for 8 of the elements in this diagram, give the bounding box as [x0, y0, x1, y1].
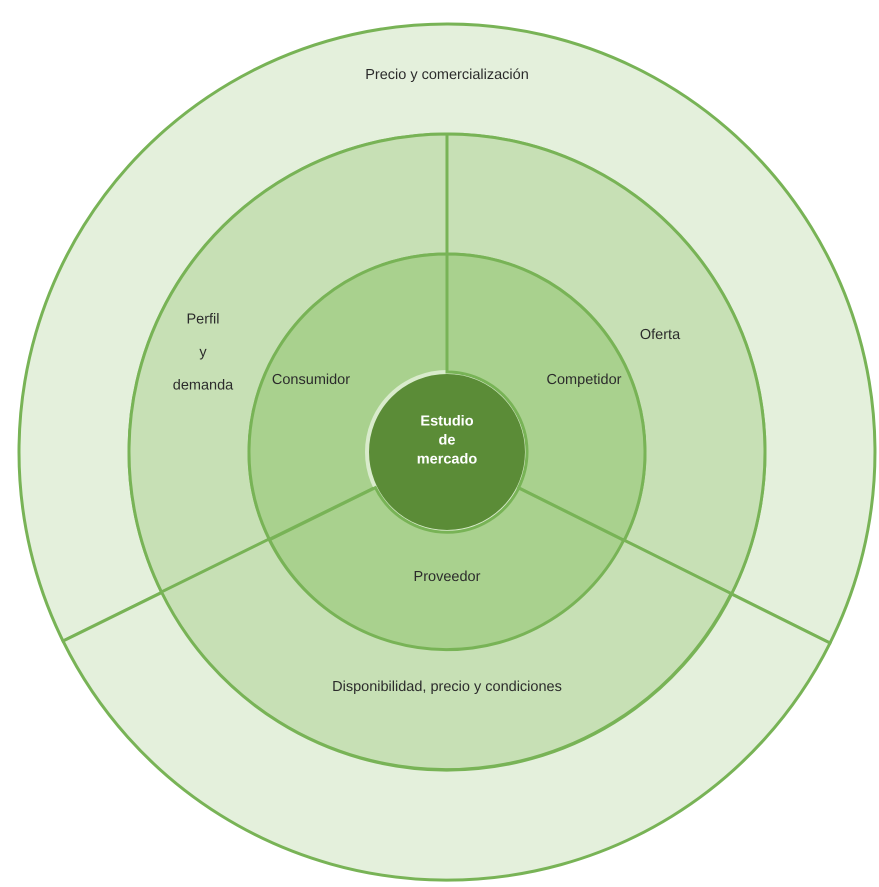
sector-label: Consumidor — [272, 372, 350, 388]
sector-label: Disponibilidad, precio y condiciones — [332, 678, 562, 695]
center-title: Estudio de mercado — [416, 412, 478, 470]
sector-label: Competidor — [546, 372, 622, 388]
sector-label: Oferta — [640, 327, 680, 343]
sector-label: Proveedor — [414, 568, 480, 585]
sector-label: Precio y comercialización — [365, 66, 529, 83]
sector-label: Perfil y demanda — [172, 310, 234, 396]
